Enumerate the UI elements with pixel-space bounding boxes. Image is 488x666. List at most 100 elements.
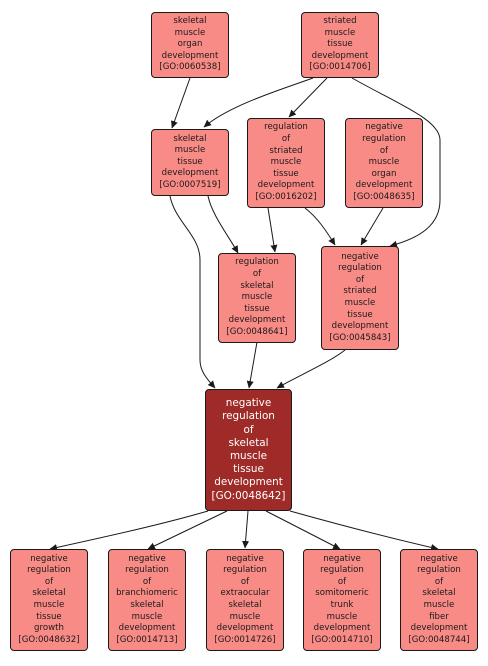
node-label-line: tissue [244,303,270,314]
node-label-line: muscle [174,27,206,38]
node-label-line: negative [420,553,458,564]
edge-paths [49,77,441,551]
node-go-id: [GO:0048635] [353,191,415,202]
node-label-line: skeletal [173,16,207,27]
node-label-line: skeletal [173,133,207,144]
node-label-line: development [161,50,219,61]
node-label-line: tissue [347,309,373,320]
node-go-id: [GO:0048632] [18,634,80,645]
edge-0048642-to-0048632 [49,510,209,551]
node-label-line: negative [30,553,68,564]
node-label-line: of [337,576,347,587]
node-label-line: somitomeric [315,588,369,599]
node-label-line: development [410,623,468,634]
edge-0048642-to-0048744 [289,510,439,551]
node-label-line: of [434,576,444,587]
node-label-line: regulation [362,134,406,145]
node-label-line: development [331,321,389,332]
node-label-line: of [281,134,291,145]
node-label-line: of [44,576,54,587]
node-label-line: development [118,623,176,634]
edge-0016202-to-0045843 [304,207,336,246]
edge-0014706-to-0016202 [288,77,328,118]
node-go-id: [GO:0014713] [116,634,178,645]
node-label-line: development [257,180,315,191]
node-label-line: negative [341,251,379,262]
node-label-line: muscle [33,600,65,610]
node-label-line: regulation [264,122,308,133]
node-label-line: development [228,315,286,326]
node-label-line: of [355,274,365,285]
node-label-line: tissue [327,39,353,50]
edge-0048635-to-0045843 [360,207,384,246]
node-label-line: muscle [174,145,206,156]
node-label-line: regulation [320,565,364,576]
node-label-line: growth [34,623,64,634]
node-label-line: extraocular [220,588,270,599]
node-label-line: tissue [273,168,299,179]
node-label-line: of [379,145,389,156]
node-label-line: muscle [368,157,400,168]
node-label-line: muscle [344,298,376,308]
edge-0045843-to-0048642 [276,349,346,389]
node-label-line: muscle [229,611,261,622]
node-label-line: skeletal [228,436,269,449]
node-label-line: development [216,623,274,634]
node-label-line: fiber [429,611,449,622]
edge-0048641-to-0048642 [246,341,258,389]
node-label-line: of [252,269,262,280]
node-label-line: muscle [324,27,356,38]
node-label-line: muscle [229,450,268,462]
node-label-line: tissue [177,156,203,167]
node-label-line: tissue [36,611,62,622]
node-go-id: [GO:0014706] [309,62,371,73]
edge-0048642-to-0014713 [147,510,228,550]
node-label-line: regulation [338,263,382,274]
node-label-line: regulation [417,565,461,576]
node-label-line: skeletal [32,588,66,599]
node-label-line: development [311,50,369,61]
node-label-line: skeletal [228,600,262,610]
node-label-line: regulation [222,410,275,423]
edge-0014706-to-0045843 [351,77,441,248]
node-label-line: trunk [330,600,354,610]
node-go-id: [GO:0048642] [211,489,286,502]
node-label-line: striated [323,16,357,27]
node-label-line: negative [225,397,272,410]
node-label-line: regulation [125,565,169,576]
node-label-line: regulation [223,565,267,576]
node-label-line: development [161,168,219,179]
node-label-line: striated [269,145,303,156]
node-go-id: [GO:0048641] [226,326,288,337]
node-label-line: organ [177,39,203,50]
edge-0007519-to-0048641 [207,195,239,254]
node-label-line: negative [323,553,361,564]
node-label-line: development [313,623,371,634]
edge-0016202-to-0048641 [267,207,278,253]
node-label-line: branchiomeric [116,588,178,599]
node-go-id: [GO:0014726] [214,634,276,645]
node-go-id: [GO:0016202] [255,191,317,202]
edge-0048642-to-0014726 [242,510,250,549]
node-label-line: of [240,576,250,587]
node-label-line: muscle [270,157,302,168]
node-label-line: negative [365,122,403,133]
node-label-line: negative [128,553,166,564]
node-label-line: of [142,576,152,587]
node-go-id: [GO:0045843] [329,332,391,343]
